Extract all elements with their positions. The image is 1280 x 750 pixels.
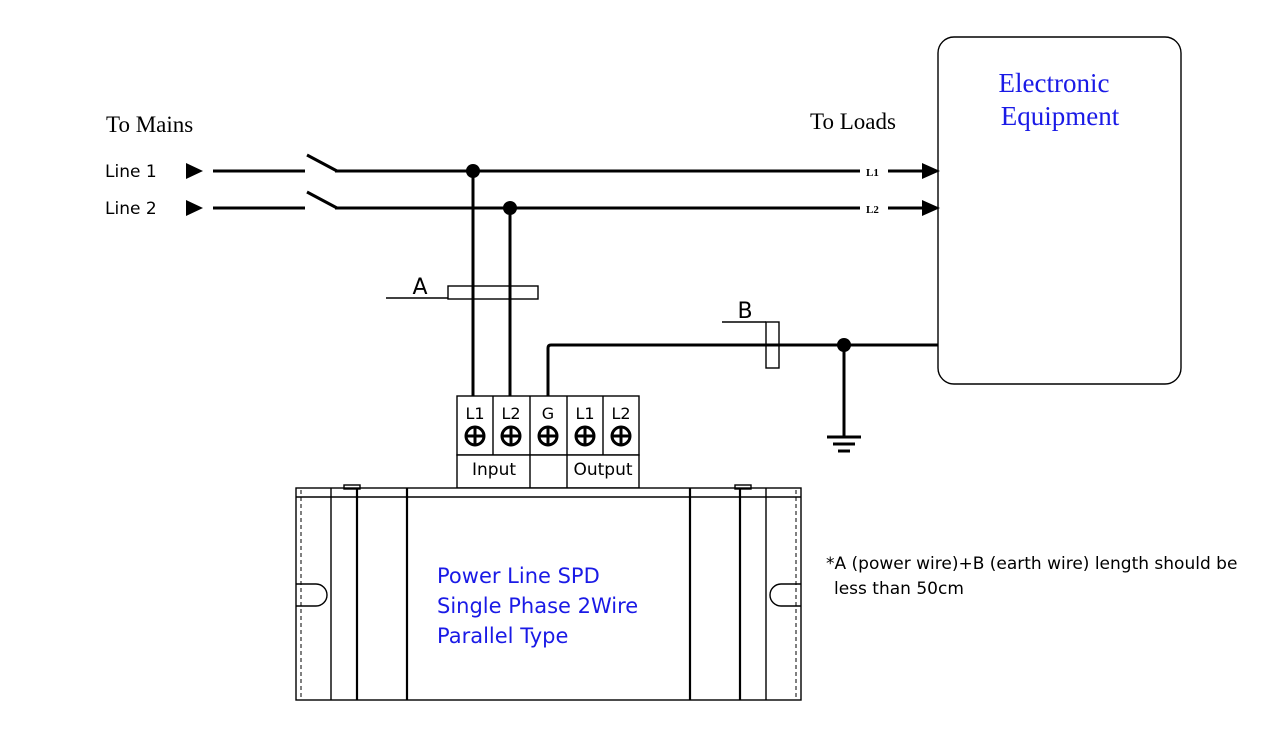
to-loads-label: To Loads <box>810 109 896 134</box>
terminal-label-input-l2: L2 <box>501 404 520 423</box>
ground-wire <box>546 343 938 396</box>
electronic-equipment-box <box>937 36 1182 385</box>
right-mounting-slot-icon <box>769 583 801 607</box>
ground-symbol-icon <box>827 435 861 453</box>
spd-title-line3: Parallel Type <box>437 624 568 648</box>
terminal-screw-icon <box>574 425 596 447</box>
terminal-label-g: G <box>542 404 554 423</box>
to-mains-label: To Mains <box>106 112 193 137</box>
terminal-screw-icon <box>610 425 632 447</box>
note-line2: less than 50cm <box>834 579 964 599</box>
line2-wire <box>213 190 860 210</box>
terminal-group-input: Input <box>472 460 516 480</box>
marker-a: A <box>386 275 539 300</box>
terminal-group-output: Output <box>573 460 632 480</box>
load-l2-arrow-icon <box>922 200 940 216</box>
line2-input-arrow-icon <box>186 200 203 216</box>
line1-input-arrow-icon <box>186 163 203 179</box>
note-line1: *A (power wire)+B (earth wire) length sh… <box>826 554 1237 574</box>
equipment-title-line1: Electronic <box>999 68 1110 98</box>
marker-b: B <box>722 299 780 369</box>
spd-housing <box>295 484 802 701</box>
terminal-screw-icon <box>464 425 486 447</box>
left-mounting-slot-icon <box>296 583 328 607</box>
spd-title-line2: Single Phase 2Wire <box>437 594 638 618</box>
spd-title-line1: Power Line SPD <box>437 564 600 588</box>
line1-wire <box>213 153 860 173</box>
marker-b-label: B <box>737 299 752 324</box>
terminal-screw-icon <box>500 425 522 447</box>
terminal-label-output-l1: L1 <box>575 404 594 423</box>
equipment-title-line2: Equipment <box>1001 101 1120 131</box>
line1-label: Line 1 <box>105 162 157 182</box>
load-l1-arrow-icon <box>922 163 940 179</box>
line2-switch-icon <box>306 190 338 210</box>
marker-a-label: A <box>412 275 427 300</box>
terminal-label-output-l2: L2 <box>611 404 630 423</box>
terminal-screw-icon <box>537 425 559 447</box>
line1-switch-icon <box>306 153 338 173</box>
line2-label: Line 2 <box>105 199 157 219</box>
terminal-label-input-l1: L1 <box>465 404 484 423</box>
load-l1-label: L1 <box>866 167 879 179</box>
load-l2-label: L2 <box>866 204 879 216</box>
